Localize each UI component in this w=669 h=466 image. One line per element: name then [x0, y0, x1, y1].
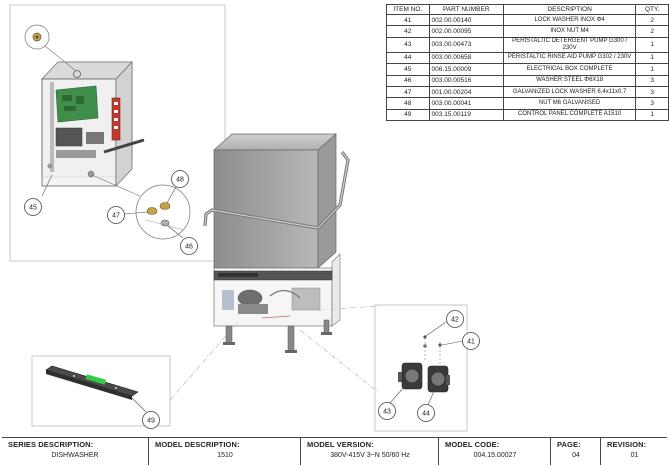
balloon-42: 42 — [425, 310, 464, 337]
model-version-value: 380V-415V 3~N 50/60 Hz — [330, 452, 410, 459]
item-no-cell: 43 — [386, 36, 430, 53]
model-description-value: 1510 — [217, 452, 233, 459]
qty-cell: 1 — [635, 51, 669, 65]
title-block: SERIES DESCRIPTION: DISHWASHER MODEL DES… — [2, 437, 667, 465]
parts-list-table: ITEM NO. PART NUMBER DESCRIPTION QTY. 41… — [386, 4, 669, 122]
qty-cell: 3 — [635, 97, 669, 110]
detail-frame-pumps — [374, 304, 468, 432]
qty-cell: 1 — [635, 108, 669, 122]
parts-list-header-row: ITEM NO. PART NUMBER DESCRIPTION QTY. — [386, 4, 669, 15]
model-version-caption: MODEL VERSION: — [307, 440, 374, 449]
detail-frame-electrical-box — [9, 4, 226, 262]
item-no-cell: 45 — [386, 63, 430, 76]
pumps-illustration — [398, 335, 450, 393]
series-description-cell: SERIES DESCRIPTION: DISHWASHER — [2, 438, 148, 465]
header-item-no: ITEM NO. — [386, 4, 430, 15]
series-description-value: DISHWASHER — [51, 452, 99, 459]
svg-text:46: 46 — [185, 244, 193, 251]
model-code-value: 004.15.00027 — [473, 452, 517, 459]
model-code-caption: MODEL CODE: — [445, 440, 500, 449]
zoom-circle-fasteners — [135, 184, 191, 240]
part-number-cell: 003.15.00119 — [428, 108, 504, 122]
qty-cell: 2 — [635, 25, 669, 38]
svg-text:49: 49 — [147, 418, 155, 425]
display-icon — [85, 374, 107, 385]
qty-cell: 1 — [635, 63, 669, 76]
part-number-cell: 003.00.00041 — [428, 97, 504, 110]
item-no-cell: 42 — [386, 25, 430, 38]
header-part-number: PART NUMBER — [428, 4, 504, 15]
balloon-45: 45 — [24, 174, 53, 216]
svg-text:41: 41 — [467, 339, 475, 346]
svg-text:45: 45 — [29, 205, 37, 212]
page-cell: PAGE: 04 — [550, 438, 601, 465]
item-no-cell: 46 — [386, 74, 430, 87]
control-panel-illustration — [45, 365, 139, 400]
description-cell: CONTROL PANEL COMPLETE A1510 — [502, 108, 637, 122]
description-cell: PERISTALTIC RINSE AID PUMP G302 / 230V — [502, 51, 637, 65]
description-cell: WASHER STEEL Φ6X18 — [502, 74, 637, 87]
series-description-caption: SERIES DESCRIPTION: — [8, 440, 94, 449]
electrical-box-illustration — [24, 24, 191, 240]
item-no-cell: 49 — [386, 108, 430, 122]
header-qty: QTY. — [635, 4, 669, 15]
qty-cell: 1 — [635, 36, 669, 53]
svg-text:48: 48 — [176, 177, 184, 184]
part-number-cell: 006.15.00009 — [428, 63, 504, 76]
description-cell: INOX NUT M4 — [502, 25, 637, 38]
part-number-cell: 003.00.00473 — [428, 36, 504, 53]
description-cell: NUT M6 GALVANISED — [502, 97, 637, 110]
model-description-caption: MODEL DESCRIPTION: — [155, 440, 240, 449]
balloon-47: 47 — [107, 206, 149, 224]
revision-cell: REVISION: 01 — [600, 438, 668, 465]
model-code-cell: MODEL CODE: 004.15.00027 — [438, 438, 551, 465]
part-number-cell: 002.00.00095 — [428, 25, 504, 38]
model-description-cell: MODEL DESCRIPTION: 1510 — [148, 438, 301, 465]
revision-caption: REVISION: — [607, 440, 647, 449]
part-number-cell: 001.00.00204 — [428, 85, 504, 99]
svg-text:42: 42 — [451, 317, 459, 324]
page-value: 04 — [572, 452, 580, 459]
item-no-cell: 48 — [386, 97, 430, 110]
qty-cell: 3 — [635, 85, 669, 99]
svg-text:43: 43 — [383, 409, 391, 416]
description-cell: PERISTALTIC DETERGENT PUMP G300 / 230V — [502, 36, 637, 53]
item-no-cell: 41 — [386, 13, 430, 27]
model-version-cell: MODEL VERSION: 380V-415V 3~N 50/60 Hz — [300, 438, 439, 465]
balloon-44: 44 — [417, 390, 435, 422]
balloon-48: 48 — [166, 170, 189, 204]
part-number-cell: 003.00.00658 — [428, 51, 504, 65]
description-cell: ELECTRICAL BOX COMPLETE — [502, 63, 637, 76]
qty-cell: 3 — [635, 74, 669, 87]
detail-frame-control-panel — [31, 355, 171, 427]
qty-cell: 2 — [635, 13, 669, 27]
balloon-43: 43 — [378, 386, 405, 420]
svg-text:44: 44 — [422, 411, 430, 418]
part-number-cell: 002.00.00140 — [428, 13, 504, 27]
page-caption: PAGE: — [557, 440, 581, 449]
item-no-cell: 47 — [386, 85, 430, 99]
description-cell: LOCK WASHER INOX Φ4 — [502, 13, 637, 27]
description-cell: GALVANIZED LOCK WASHER 6,4x11x0,7 — [502, 85, 637, 99]
balloon-41: 41 — [441, 332, 480, 350]
header-description: DESCRIPTION — [502, 4, 637, 15]
dishwasher-illustration — [203, 133, 350, 353]
balloon-46: 46 — [167, 225, 198, 255]
svg-text:47: 47 — [112, 213, 120, 220]
revision-value: 01 — [630, 452, 639, 459]
part-number-cell: 003.00.00516 — [428, 74, 504, 87]
balloon-49: 49 — [131, 397, 160, 429]
item-no-cell: 44 — [386, 51, 430, 65]
